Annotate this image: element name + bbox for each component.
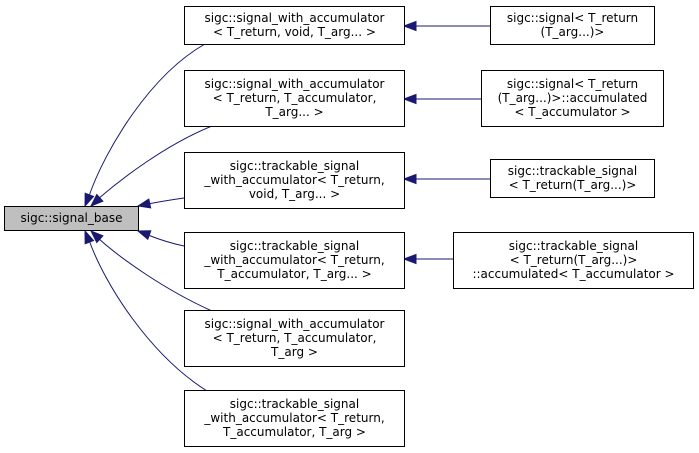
node-box[interactable] <box>490 159 655 198</box>
node-label-line: < T_return, T_accumulator, <box>213 331 377 345</box>
node-label-line: sigc::signal_with_accumulator <box>205 77 385 91</box>
nodes-layer: sigc::signal_basesigc::signal_with_accum… <box>4 6 694 447</box>
node-label-line: void, T_arg... > <box>249 187 340 201</box>
arrowhead-icon <box>89 230 104 244</box>
node-label-line: _with_accumulator< T_return, <box>203 411 384 425</box>
node-box[interactable] <box>184 232 405 289</box>
node-label-line: sigc::signal_with_accumulator <box>205 11 385 25</box>
node-trackable_signal_accumulated[interactable]: sigc::trackable_signal< T_return(T_arg..… <box>453 232 694 289</box>
edge-signal_accumulated-to-swa_acc_pack <box>402 93 481 105</box>
edge-tswa_void-to-signal_base <box>136 197 185 209</box>
node-label-line: _with_accumulator< T_return, <box>203 173 384 187</box>
node-label-line: _with_accumulator< T_return, <box>203 253 384 267</box>
node-label-line: sigc::signal< T_return <box>507 11 638 25</box>
node-label-line: < T_return, T_accumulator, <box>213 91 377 105</box>
node-label-line: sigc::signal_base <box>21 211 123 225</box>
edge-swa_acc_pack-to-signal_base <box>89 125 213 207</box>
edges-layer <box>84 20 490 392</box>
edge-line <box>88 239 208 392</box>
node-box[interactable] <box>184 390 405 447</box>
node-label-line: sigc::signal_with_accumulator <box>205 317 385 331</box>
node-label-line: sigc::trackable_signal <box>509 239 638 253</box>
edge-line <box>97 125 213 200</box>
node-tswa_acc_pack[interactable]: sigc::trackable_signal_with_accumulator<… <box>184 232 405 289</box>
arrowhead-icon <box>402 253 417 265</box>
edge-tswa_acc_pack-to-signal_base <box>136 230 185 247</box>
arrowhead-icon <box>136 230 152 241</box>
edge-swa_void-to-signal_base <box>84 43 206 208</box>
arrowhead-icon <box>136 198 152 209</box>
node-box[interactable] <box>184 310 405 367</box>
node-label-line: sigc::trackable_signal <box>230 159 359 173</box>
node-tswa_acc_single[interactable]: sigc::trackable_signal_with_accumulator<… <box>184 390 405 447</box>
node-label-line: (T_arg...)>::accumulated <box>498 91 648 105</box>
node-label-line: < T_return(T_arg...)> <box>510 253 638 267</box>
edge-line <box>88 43 206 197</box>
node-swa_void[interactable]: sigc::signal_with_accumulator< T_return,… <box>184 6 405 45</box>
node-label-line: < T_accumulator > <box>514 105 630 119</box>
edge-line <box>147 234 185 247</box>
node-trackable_signal[interactable]: sigc::trackable_signal< T_return(T_arg..… <box>490 159 655 198</box>
node-swa_acc_single[interactable]: sigc::signal_with_accumulator< T_return,… <box>184 310 405 367</box>
arrowhead-icon <box>84 192 95 208</box>
node-label-line: T_accumulator, T_arg > <box>222 425 366 439</box>
node-label-line: sigc::trackable_signal <box>508 164 637 178</box>
node-signal[interactable]: sigc::signal< T_return(T_arg...)> <box>490 6 655 45</box>
node-swa_acc_pack[interactable]: sigc::signal_with_accumulator< T_return,… <box>184 70 405 127</box>
arrowhead-icon <box>402 20 417 32</box>
node-signal_base[interactable]: sigc::signal_base <box>4 206 139 231</box>
node-box[interactable] <box>184 6 405 45</box>
node-signal_accumulated[interactable]: sigc::signal< T_return(T_arg...)>::accum… <box>481 70 664 127</box>
node-label-line: T_arg > <box>270 345 318 359</box>
node-box[interactable] <box>481 70 664 127</box>
node-label-line: (T_arg...)> <box>541 25 605 39</box>
node-box[interactable] <box>184 152 405 209</box>
node-label-line: T_accumulator, T_arg... > <box>216 267 371 281</box>
edge-tswa_acc_single-to-signal_base <box>84 229 208 392</box>
arrowhead-icon <box>402 93 417 105</box>
edge-swa_acc_single-to-signal_base <box>89 230 213 312</box>
edge-line <box>97 237 213 312</box>
edge-signal-to-swa_void <box>402 20 490 32</box>
arrowhead-icon <box>402 173 417 185</box>
node-box[interactable] <box>184 70 405 127</box>
edge-trackable_signal_accumulated-to-tswa_acc_pack <box>402 253 453 265</box>
node-label-line: < T_return(T_arg...)> <box>509 178 637 192</box>
node-tswa_void[interactable]: sigc::trackable_signal_with_accumulator<… <box>184 152 405 209</box>
node-label-line: sigc::signal< T_return <box>507 77 638 91</box>
node-box[interactable] <box>453 232 694 289</box>
edge-trackable_signal-to-tswa_void <box>402 173 490 185</box>
node-box[interactable] <box>490 6 655 45</box>
arrowhead-icon <box>84 229 95 245</box>
node-label-line: T_arg... > <box>264 105 323 119</box>
edge-line <box>147 197 185 205</box>
node-box[interactable] <box>4 206 139 231</box>
node-label-line: < T_return, void, T_arg... > <box>213 25 376 39</box>
arrowhead-icon <box>89 193 104 207</box>
node-label-line: sigc::trackable_signal <box>230 397 359 411</box>
node-label-line: sigc::trackable_signal <box>230 239 359 253</box>
node-label-line: ::accumulated< T_accumulator > <box>472 267 674 281</box>
